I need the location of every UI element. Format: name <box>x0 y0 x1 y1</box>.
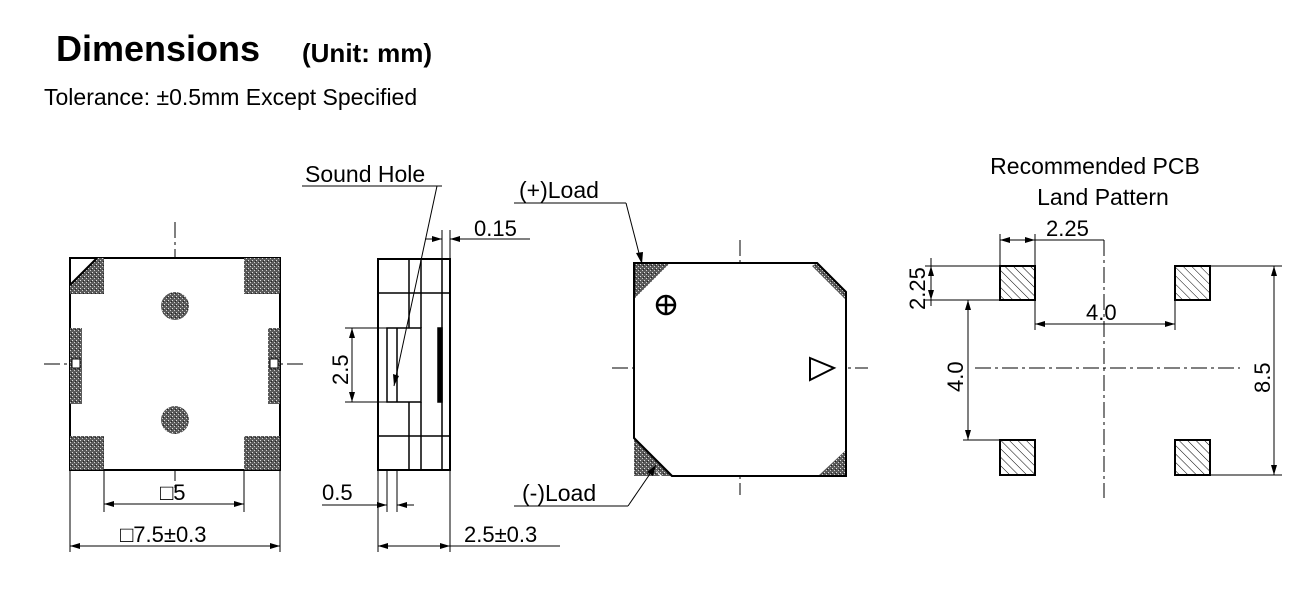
dim-side-top-gap: 0.15 <box>474 216 517 241</box>
dim-front-outer: □7.5±0.3 <box>120 522 207 547</box>
corner-pad <box>244 258 280 294</box>
pcb-land-pattern <box>925 234 1282 498</box>
front-view <box>44 222 306 552</box>
dim-pattern-total: 8.5 <box>1250 362 1275 393</box>
sound-hole <box>161 292 189 320</box>
sound-hole <box>161 406 189 434</box>
land-pad <box>1174 265 1211 301</box>
side-view <box>302 185 560 552</box>
corner-pad <box>70 258 104 294</box>
minus-load-label: (-)Load <box>522 480 596 506</box>
corner-pad <box>70 436 104 470</box>
land-pad <box>999 439 1036 476</box>
dim-pad-height: 2.25 <box>905 267 930 310</box>
dim-side-thickness: 2.5±0.3 <box>464 522 537 547</box>
terminal-minus <box>818 450 846 476</box>
sound-hole-label: Sound Hole <box>305 161 425 187</box>
corner-pad <box>244 436 280 470</box>
land-pad <box>999 265 1036 301</box>
dim-side-wall: 0.5 <box>322 480 353 505</box>
dim-pad-pitch-x: 4.0 <box>1086 300 1117 325</box>
unit-label: (Unit: mm) <box>302 38 432 68</box>
pcb-title-line1: Recommended PCB <box>990 153 1200 179</box>
plus-load-label: (+)Load <box>519 177 599 203</box>
pcb-title-line2: Land Pattern <box>1037 184 1169 210</box>
terminal-plus <box>812 263 846 300</box>
land-pad <box>1174 439 1211 476</box>
orientation-triangle-icon <box>809 356 837 382</box>
tolerance-note: Tolerance: ±0.5mm Except Specified <box>44 84 418 110</box>
dim-side-height: 2.5 <box>328 354 353 385</box>
terminal-plus <box>634 263 670 299</box>
dim-pad-width: 2.25 <box>1046 216 1089 241</box>
back-view <box>514 202 868 507</box>
page-title: Dimensions <box>56 28 261 69</box>
dim-pad-pitch-y: 4.0 <box>943 361 968 392</box>
dim-front-inner: □5 <box>160 480 186 505</box>
